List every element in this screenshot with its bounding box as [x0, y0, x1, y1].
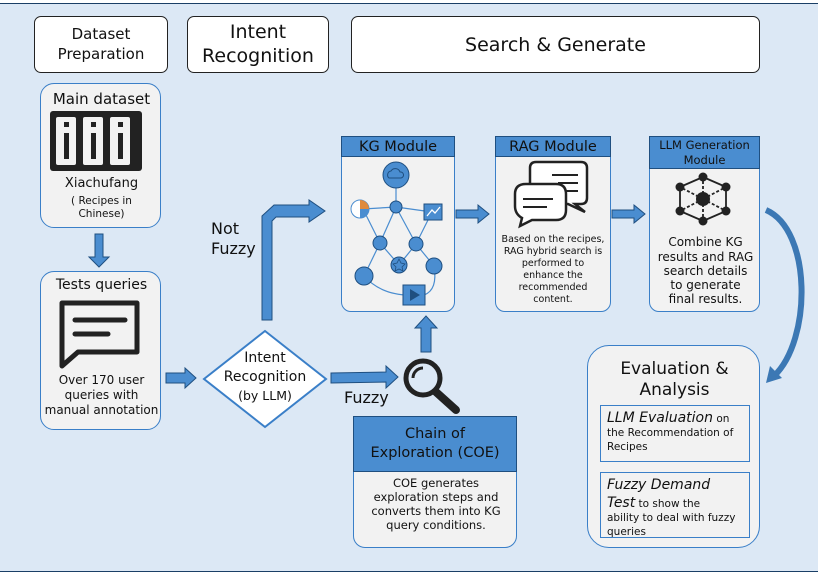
fuzzy-label: Fuzzy — [344, 388, 389, 407]
evaluation-title-1: Evaluation & — [620, 359, 729, 379]
coe-card: Chain of Exploration (COE) COE generates… — [353, 416, 517, 548]
coe-title-line: Chain of — [404, 426, 465, 443]
chat-message-icon — [59, 300, 140, 369]
arrow-llm-to-evaluation-head — [766, 366, 782, 383]
intent-diamond-line-1: Intent — [244, 350, 286, 366]
intent-diamond — [202, 329, 328, 429]
header-line: Dataset — [71, 25, 131, 43]
coe-desc-2: exploration steps and — [373, 490, 499, 504]
main-dataset-note-1: ( Recipes in — [71, 195, 132, 207]
arrow-tests-to-intent — [165, 366, 197, 390]
llm-eval-text: Recipes — [607, 440, 648, 453]
fuzzy-italic: Test — [607, 495, 636, 512]
coe-desc-1: COE generates — [392, 476, 480, 490]
header-line: Recognition — [202, 44, 314, 67]
tests-queries-desc-2: queries with — [64, 388, 139, 402]
neural-network-icon — [675, 172, 731, 226]
coe-title: Chain of Exploration (COE) — [353, 416, 517, 472]
header-line: Preparation — [57, 44, 145, 63]
intent-diamond-line-2: Recognition — [223, 369, 307, 385]
llm-eval-italic: LLM Evaluation — [607, 410, 713, 426]
tests-queries-desc-3: manual annotation — [44, 403, 159, 417]
tests-queries-title: Tests queries — [55, 277, 148, 293]
fuzzy-text: queries — [607, 526, 646, 539]
magnifier-icon — [403, 358, 460, 414]
llm-title-line: LLM Generation — [659, 138, 750, 153]
rag-desc-5: recommended — [518, 282, 588, 293]
main-dataset-title: Main dataset — [52, 90, 151, 108]
not-fuzzy-label: Not Fuzzy — [211, 219, 256, 259]
arrow-intent-to-kg — [261, 199, 326, 321]
header-intent-recognition: Intent Recognition — [187, 16, 329, 73]
fuzzy-text: to show the — [635, 498, 701, 511]
header-line: Intent — [229, 20, 287, 43]
rag-module-title: RAG Module — [495, 136, 611, 157]
intent-diamond-line-3: (by LLM) — [238, 388, 292, 403]
evaluation-title-2: Analysis — [639, 380, 710, 400]
llm-eval-text: on — [713, 413, 730, 425]
header-dataset-preparation: Dataset Preparation — [34, 16, 168, 73]
arrow-intent-to-magnifier — [330, 364, 399, 390]
speech-bubbles-icon — [513, 160, 589, 229]
llm-desc-1: Combine KG — [668, 235, 743, 249]
coe-desc-4: query conditions. — [386, 518, 486, 532]
tests-queries-desc-1: Over 170 user — [58, 373, 145, 387]
fuzzy-text: ability to deal with fuzzy — [607, 512, 736, 525]
llm-desc-3: search details — [663, 264, 748, 278]
llm-eval-text: the Recommendation of — [607, 427, 734, 440]
arrow-rag-to-llm — [611, 203, 646, 225]
llm-evaluation-box: LLM Evaluation on the Recommendation of … — [600, 405, 750, 462]
fuzzy-demand-box: Fuzzy Demand Test to show the ability to… — [600, 472, 750, 538]
rag-desc-1: Based on the recipes, — [501, 234, 605, 245]
llm-desc-2: results and RAG — [657, 250, 754, 264]
arrow-llm-to-evaluation — [764, 207, 805, 379]
rag-desc-4: enhance the — [523, 270, 583, 281]
coe-title-line: Exploration (COE) — [370, 445, 500, 461]
llm-title-line: Module — [683, 152, 726, 167]
kg-module-title: KG Module — [341, 136, 455, 157]
evaluation-card: Evaluation & Analysis LLM Evaluation on … — [587, 345, 760, 548]
llm-generation-title: LLM Generation Module — [649, 136, 760, 169]
server-rack-icon — [50, 111, 142, 171]
rag-desc-2: RAG hybrid search is — [503, 246, 603, 257]
rag-desc-6: content. — [533, 294, 573, 305]
not-fuzzy-line: Fuzzy — [211, 239, 256, 258]
header-line: Search & Generate — [465, 33, 646, 56]
llm-generation-card: LLM Generation Module Combine KG results… — [649, 136, 760, 312]
coe-desc-3: converts them into KG — [371, 504, 501, 518]
llm-desc-5: final results. — [668, 292, 743, 306]
llm-desc-4: to generate — [670, 278, 741, 292]
main-dataset-note-2: Chinese) — [78, 208, 125, 220]
main-dataset-name: Xiachufang — [64, 176, 139, 191]
header-search-generate: Search & Generate — [351, 16, 760, 73]
rag-desc-3: performed to — [521, 258, 585, 269]
fuzzy-italic: Fuzzy Demand — [607, 477, 711, 493]
arrow-kg-to-rag — [455, 203, 490, 225]
arrow-dataset-to-tests — [87, 233, 111, 268]
not-fuzzy-line: Not — [211, 219, 240, 238]
knowledge-graph-icon — [350, 161, 443, 306]
arrow-coe-to-kg — [413, 315, 439, 353]
